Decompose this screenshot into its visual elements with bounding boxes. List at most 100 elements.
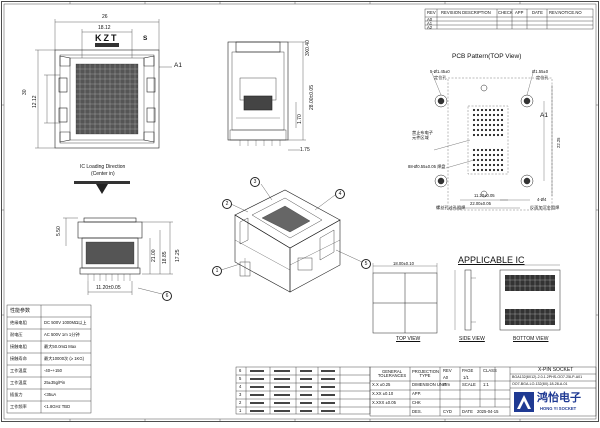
dim-side-b: 28.00±0.05 (309, 85, 315, 110)
tb-class-label: CLASS (483, 368, 497, 373)
spec-row-2-value: 最大50.0mΩ Max (44, 344, 77, 349)
materials-row-2: 2 (239, 400, 242, 405)
dim-side-c: 1.70 (297, 114, 303, 124)
dim-top-height-outer: 30 (22, 89, 28, 95)
dim-top-height-inner: 12.12 (32, 95, 38, 108)
tb-page-label: PAGE (462, 368, 474, 373)
dim-top-width-outer: 26 (102, 14, 108, 20)
rev-row-a0: A0 (427, 16, 433, 22)
spec-row-1-value: AC 500V 1m 1分钟 (44, 332, 80, 337)
dim-front-right-b: 18.85 (162, 251, 168, 264)
inner-border (3, 3, 597, 420)
tb-dim-value: mm (443, 382, 450, 387)
tb-tol-xxx: X.XX ±0.10 (372, 391, 394, 396)
spec-row-7-label: 工作频率 (10, 404, 27, 409)
rev-header-desc: REVISION DESCRIPTION (441, 10, 491, 15)
dim-side-a: 3X0.40 (305, 40, 311, 56)
spec-row-0-label: 绝缘电阻 (10, 320, 27, 325)
pcb-note-pads: 88-Ø0.55±0.05 焊盘 (408, 164, 446, 169)
spec-table-title: 性能参数 (10, 308, 31, 314)
kzt-label: KZT (95, 33, 119, 43)
s-label: S (143, 35, 148, 42)
pcb-pads (472, 108, 504, 172)
a1-label-top: A1 (174, 62, 182, 69)
materials-table-marks (250, 370, 335, 412)
dim-front-center: 11.20±0.05 (96, 285, 121, 291)
dim-top-width-inner: 18.12 (98, 25, 111, 31)
dim-front-right-c: 21.00 (151, 249, 157, 262)
spec-row-2-label: 接触电阻 (10, 344, 27, 349)
spec-row-7-value: <1.8GHz TBD (44, 404, 71, 409)
callout-5: 5 (361, 259, 371, 269)
side-view-label: SIDE VIEW (459, 336, 485, 342)
materials-row-1: 1 (239, 408, 242, 413)
tb-check-label: CHK (412, 400, 421, 405)
rev-header-check: CHECK (498, 10, 513, 15)
materials-row-6: 6 (239, 368, 242, 373)
tb-rev-value: A0 (443, 375, 449, 380)
tb-part-title: X-PIN SOCKET (538, 367, 574, 373)
dim-front-left: 5.50 (56, 226, 62, 236)
socket-top-view (35, 19, 172, 149)
spec-row-5-label: 工作温度 (10, 380, 27, 385)
bottom-view-label: BOTTOM VIEW (513, 336, 549, 342)
title-block-grid (369, 366, 597, 417)
callout-3: 3 (250, 177, 260, 187)
tb-app-label: APP. (412, 391, 422, 396)
pcb-note-bottom: 4-Ø4 (537, 197, 547, 202)
company-logo (514, 392, 534, 412)
socket-isometric-view (234, 189, 341, 293)
spec-row-6-label: 插拔力 (10, 392, 23, 397)
tb-part-number-2: OO7-BGA-LO-132(8X)-18-28-A-01 (512, 382, 568, 386)
top-view-label: TOP VIEW (396, 336, 421, 342)
spec-row-1-label: 耐电压 (10, 332, 23, 337)
rev-header-notice: REV.NOTICE.NO (549, 10, 582, 15)
spec-row-0-value: DC 500V 1000MΩ以上 (44, 320, 87, 325)
dim-front-right-a: 17.25 (175, 249, 181, 262)
pcb-locating-left: 定位孔 (434, 75, 447, 80)
materials-row-3: 3 (239, 392, 242, 397)
pcb-pattern-view (431, 72, 553, 211)
pcb-dim-bottom: 11.20±0.05 (474, 193, 495, 198)
applicable-ic-dim-top: 18.00±0.10 (393, 261, 414, 266)
ic-loading-arrow (74, 181, 130, 194)
callout-2: 2 (222, 199, 232, 209)
spec-row-3-value: 最大10000次 (≥ 1KG) (44, 356, 85, 361)
tb-tol-xx: X.X ±0.25 (372, 382, 391, 387)
socket-side-view (227, 41, 306, 151)
callout-1: 1 (212, 266, 222, 276)
socket-front-view (63, 217, 173, 295)
pcb-dim-bottom2: 22.00±0.05 (470, 201, 491, 206)
tb-date-label: DATE (462, 409, 473, 414)
tb-rev-label: REV (443, 368, 452, 373)
applicable-ic-view (372, 263, 561, 334)
rev-row-a2: A2 (427, 24, 433, 30)
tb-page-value: 1/1 (463, 375, 469, 380)
pcb-note-center: 禁止布电子 元件区域 (412, 130, 433, 141)
dim-side-d: 1.75 (300, 147, 310, 153)
pcb-hole-right: Ø1.55±0 (532, 69, 549, 74)
pcb-note-bottom2: 反面加沉金阻焊 (530, 205, 560, 210)
spec-table-grid (6, 304, 92, 414)
spec-row-6-value: <35uA (44, 392, 57, 397)
revision-table (424, 8, 594, 30)
company-name-cn: 鸿怡电子 (537, 392, 581, 404)
ic-loading-title: IC Loading Direction (80, 164, 126, 170)
tb-tol-xxxx: X.XXX ±0.05 (372, 400, 396, 405)
tb-des-value: CYD (443, 409, 452, 414)
callout-6: 6 (162, 291, 172, 301)
pcb-a1: A1 (540, 112, 548, 119)
tb-des-label: DES. (412, 409, 422, 414)
applicable-ic-title: APPLICABLE IC (458, 255, 525, 265)
pcb-locating-right: 定位孔 (536, 75, 549, 80)
callout-4: 4 (335, 189, 345, 199)
spec-row-3-label: 接触寿命 (10, 356, 27, 361)
rev-header-rev: REV (427, 10, 436, 15)
materials-table-grid (235, 366, 371, 415)
materials-row-5: 5 (239, 376, 242, 381)
tb-scale-value: 1:1 (483, 382, 489, 387)
